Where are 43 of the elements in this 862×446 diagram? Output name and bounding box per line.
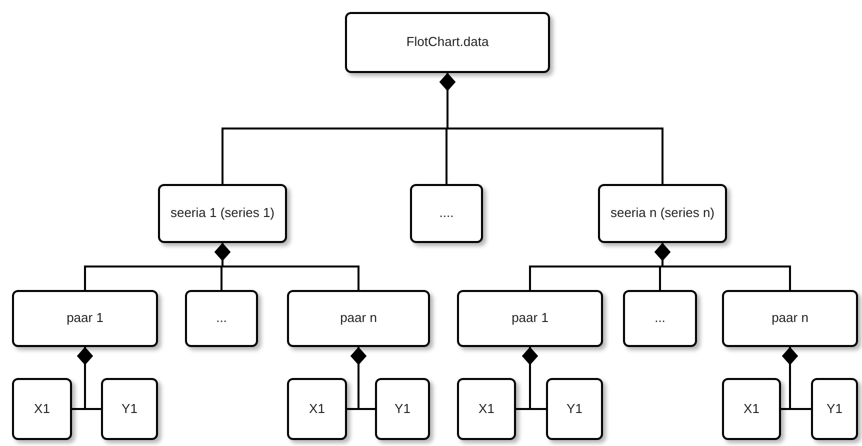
class-box bbox=[287, 290, 430, 347]
node-label: paar 1 bbox=[512, 310, 548, 327]
class-box bbox=[623, 290, 697, 347]
class-box bbox=[457, 378, 516, 440]
class-box bbox=[722, 290, 858, 347]
composition-connector bbox=[350, 347, 375, 410]
node-label: paar n bbox=[340, 310, 377, 327]
class-box bbox=[811, 378, 858, 440]
node-label: paar 1 bbox=[66, 310, 104, 327]
node-label: .... bbox=[439, 205, 454, 222]
node-label: paar n bbox=[772, 310, 808, 327]
composition-connector bbox=[214, 243, 360, 290]
class-box bbox=[101, 378, 158, 440]
class-box bbox=[722, 378, 781, 440]
node-label: X1 bbox=[309, 400, 325, 418]
class-box bbox=[457, 290, 603, 347]
class-box bbox=[410, 184, 483, 243]
class-box bbox=[12, 290, 158, 347]
node-label: Y1 bbox=[394, 400, 410, 418]
node-label: seeria 1 (series 1) bbox=[170, 205, 275, 222]
node-label: X1 bbox=[34, 400, 50, 418]
node-label: Y1 bbox=[122, 400, 138, 418]
node-label: Y1 bbox=[826, 400, 842, 418]
composition-connector bbox=[522, 347, 546, 410]
class-box bbox=[546, 378, 603, 440]
class-box bbox=[287, 378, 347, 440]
class-box bbox=[598, 184, 727, 243]
class-box bbox=[158, 184, 287, 243]
node-label: ... bbox=[216, 310, 227, 327]
node-label: X1 bbox=[744, 400, 760, 418]
composition-connector bbox=[654, 243, 791, 290]
class-box bbox=[375, 378, 430, 440]
composition-connector bbox=[782, 347, 811, 410]
composition-connector bbox=[77, 347, 101, 410]
node-label: FlotChart.data bbox=[406, 34, 489, 51]
class-box bbox=[345, 12, 550, 73]
class-box bbox=[12, 378, 72, 440]
node-label: ... bbox=[654, 310, 666, 327]
composition-connector bbox=[440, 73, 664, 184]
class-box bbox=[185, 290, 258, 347]
node-label: X1 bbox=[478, 400, 494, 418]
node-label: Y1 bbox=[566, 400, 582, 418]
node-label: seeria n (series n) bbox=[610, 205, 715, 222]
